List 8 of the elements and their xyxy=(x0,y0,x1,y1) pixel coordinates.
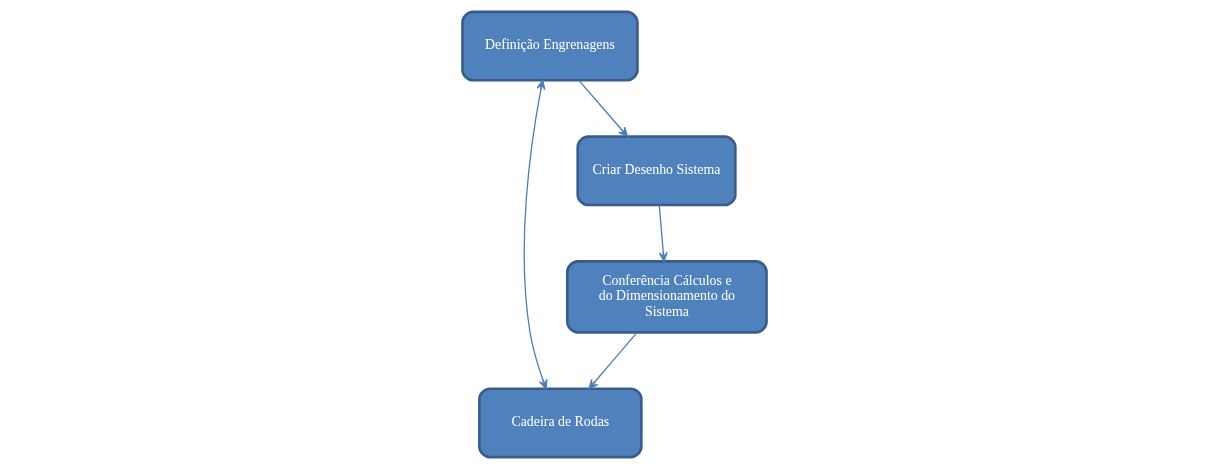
arrow xyxy=(577,79,628,138)
arrow xyxy=(523,79,547,390)
node-box: Conferência Cálculos e do Dimensionamento do Sistema xyxy=(565,260,768,334)
node-box: Definição Engrenagens xyxy=(460,10,639,82)
arrow xyxy=(658,204,668,262)
node-box: Criar Desenho Sistema xyxy=(575,135,737,207)
node-box: Cadeira de Rodas xyxy=(477,387,643,459)
arrow xyxy=(587,332,638,390)
